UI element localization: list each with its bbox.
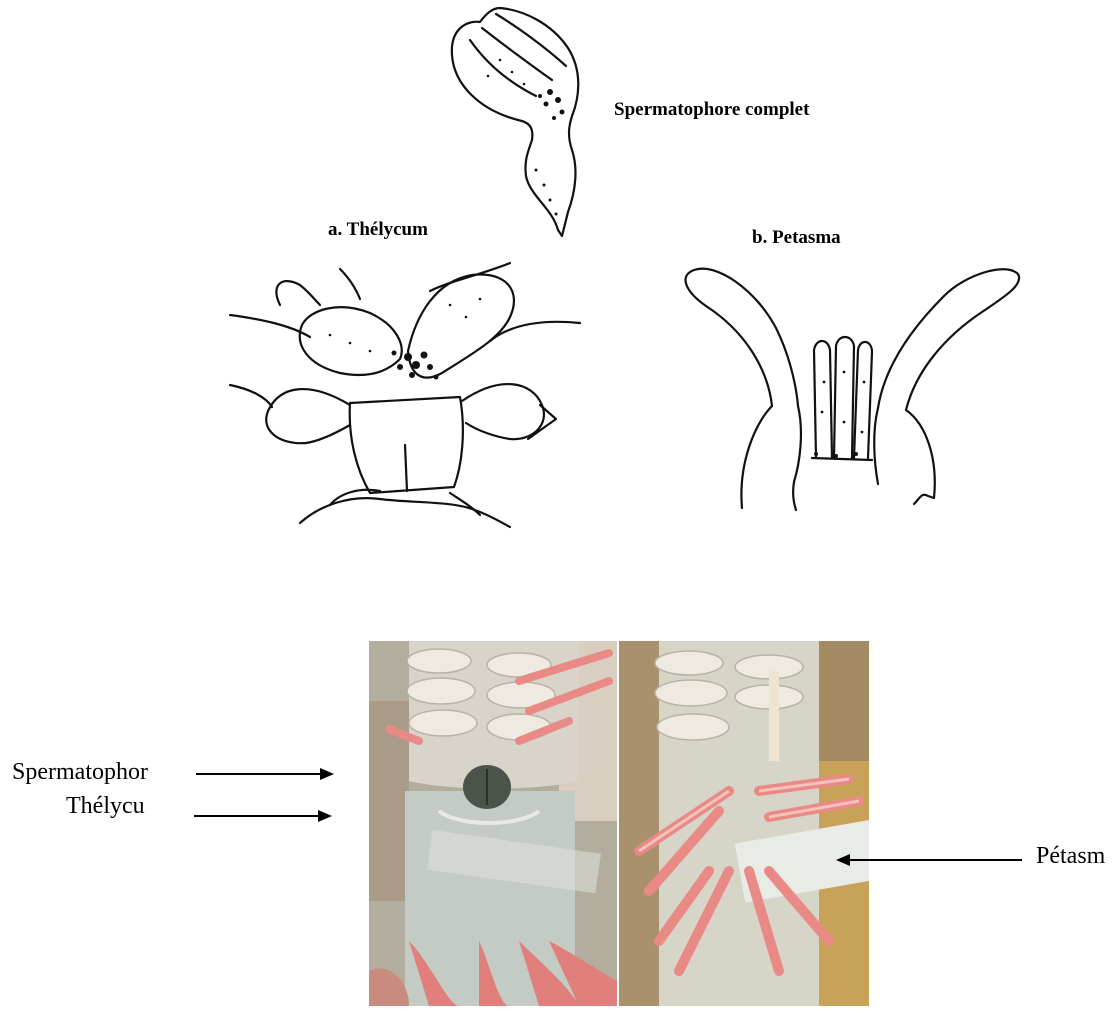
petasma-caption: b. Petasma (752, 227, 841, 249)
thelycum-caption: a. Thélycum (328, 219, 428, 241)
arrow-petasma (836, 850, 1022, 870)
thelycum-photo (369, 641, 617, 1006)
thelycum-drawing (210, 255, 590, 525)
arrow-thelycum (194, 806, 334, 826)
petasma-drawing (676, 262, 1036, 512)
label-thelycum: Thélycu (66, 793, 145, 820)
label-petasma: Pétasm (1036, 843, 1105, 870)
spermatophore-caption: Spermatophore complet (614, 99, 809, 121)
petasma-photo (619, 641, 869, 1006)
spermatophore-drawing (440, 0, 620, 250)
thelycum-stipple (329, 298, 482, 380)
arrow-spermatophore (196, 764, 336, 784)
spermatophore-stipple (487, 59, 565, 216)
label-spermatophore: Spermatophor (12, 759, 148, 786)
